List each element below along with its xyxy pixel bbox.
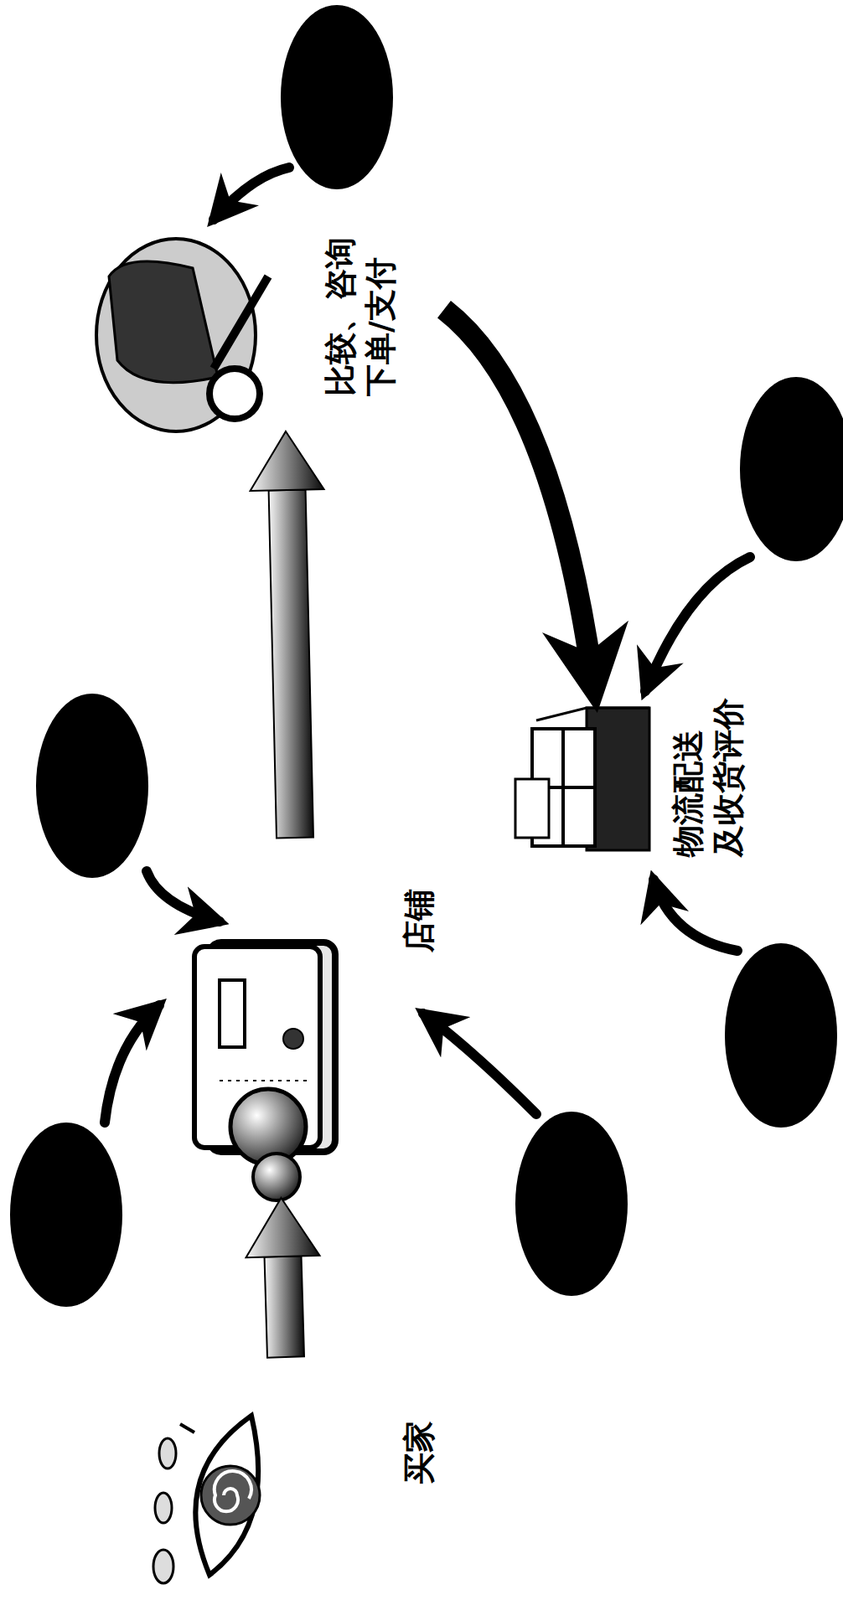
arrow-shaft (264, 1256, 305, 1358)
pointer-arrow (653, 879, 738, 952)
callout-ellipse (724, 943, 838, 1128)
callout-ellipse (739, 377, 843, 562)
pointer-arrow (423, 1013, 537, 1115)
icon-node: 店铺 (184, 837, 461, 1199)
node-label: 物流配送 及收货评价 (668, 693, 749, 858)
callout-ellipse (10, 1122, 123, 1308)
pointer-arrow (104, 1005, 160, 1123)
flow-arrow (444, 309, 595, 688)
icon-node: 物流配送 及收货评价 (502, 687, 763, 880)
flow-arrow (246, 1198, 321, 1359)
node-label: 买家 (398, 1321, 440, 1485)
callout-ellipse (280, 5, 394, 190)
magnifier-icon (96, 238, 269, 432)
icon-node: 比较、咨询 下单/支付 (92, 209, 445, 432)
flow-arrow (250, 431, 325, 838)
arrow-shaft (268, 489, 314, 838)
icon-node: 买家 (142, 1357, 461, 1597)
callout-ellipse (515, 1111, 628, 1297)
arrow-path (444, 309, 595, 688)
pointer-arrow (213, 167, 290, 220)
node-label: 店铺 (398, 789, 440, 953)
pointer-arrow (146, 871, 220, 922)
callout-ellipses (10, 5, 843, 1308)
arrow-head (246, 1198, 321, 1258)
shop-icon (194, 942, 336, 1201)
callout-ellipse (36, 693, 149, 879)
node-label: 比较、咨询 下单/支付 (320, 232, 401, 397)
eye-icon (153, 1416, 260, 1584)
pointer-arrow (645, 557, 750, 692)
arrow-head (250, 431, 325, 492)
package-icon (515, 708, 650, 851)
